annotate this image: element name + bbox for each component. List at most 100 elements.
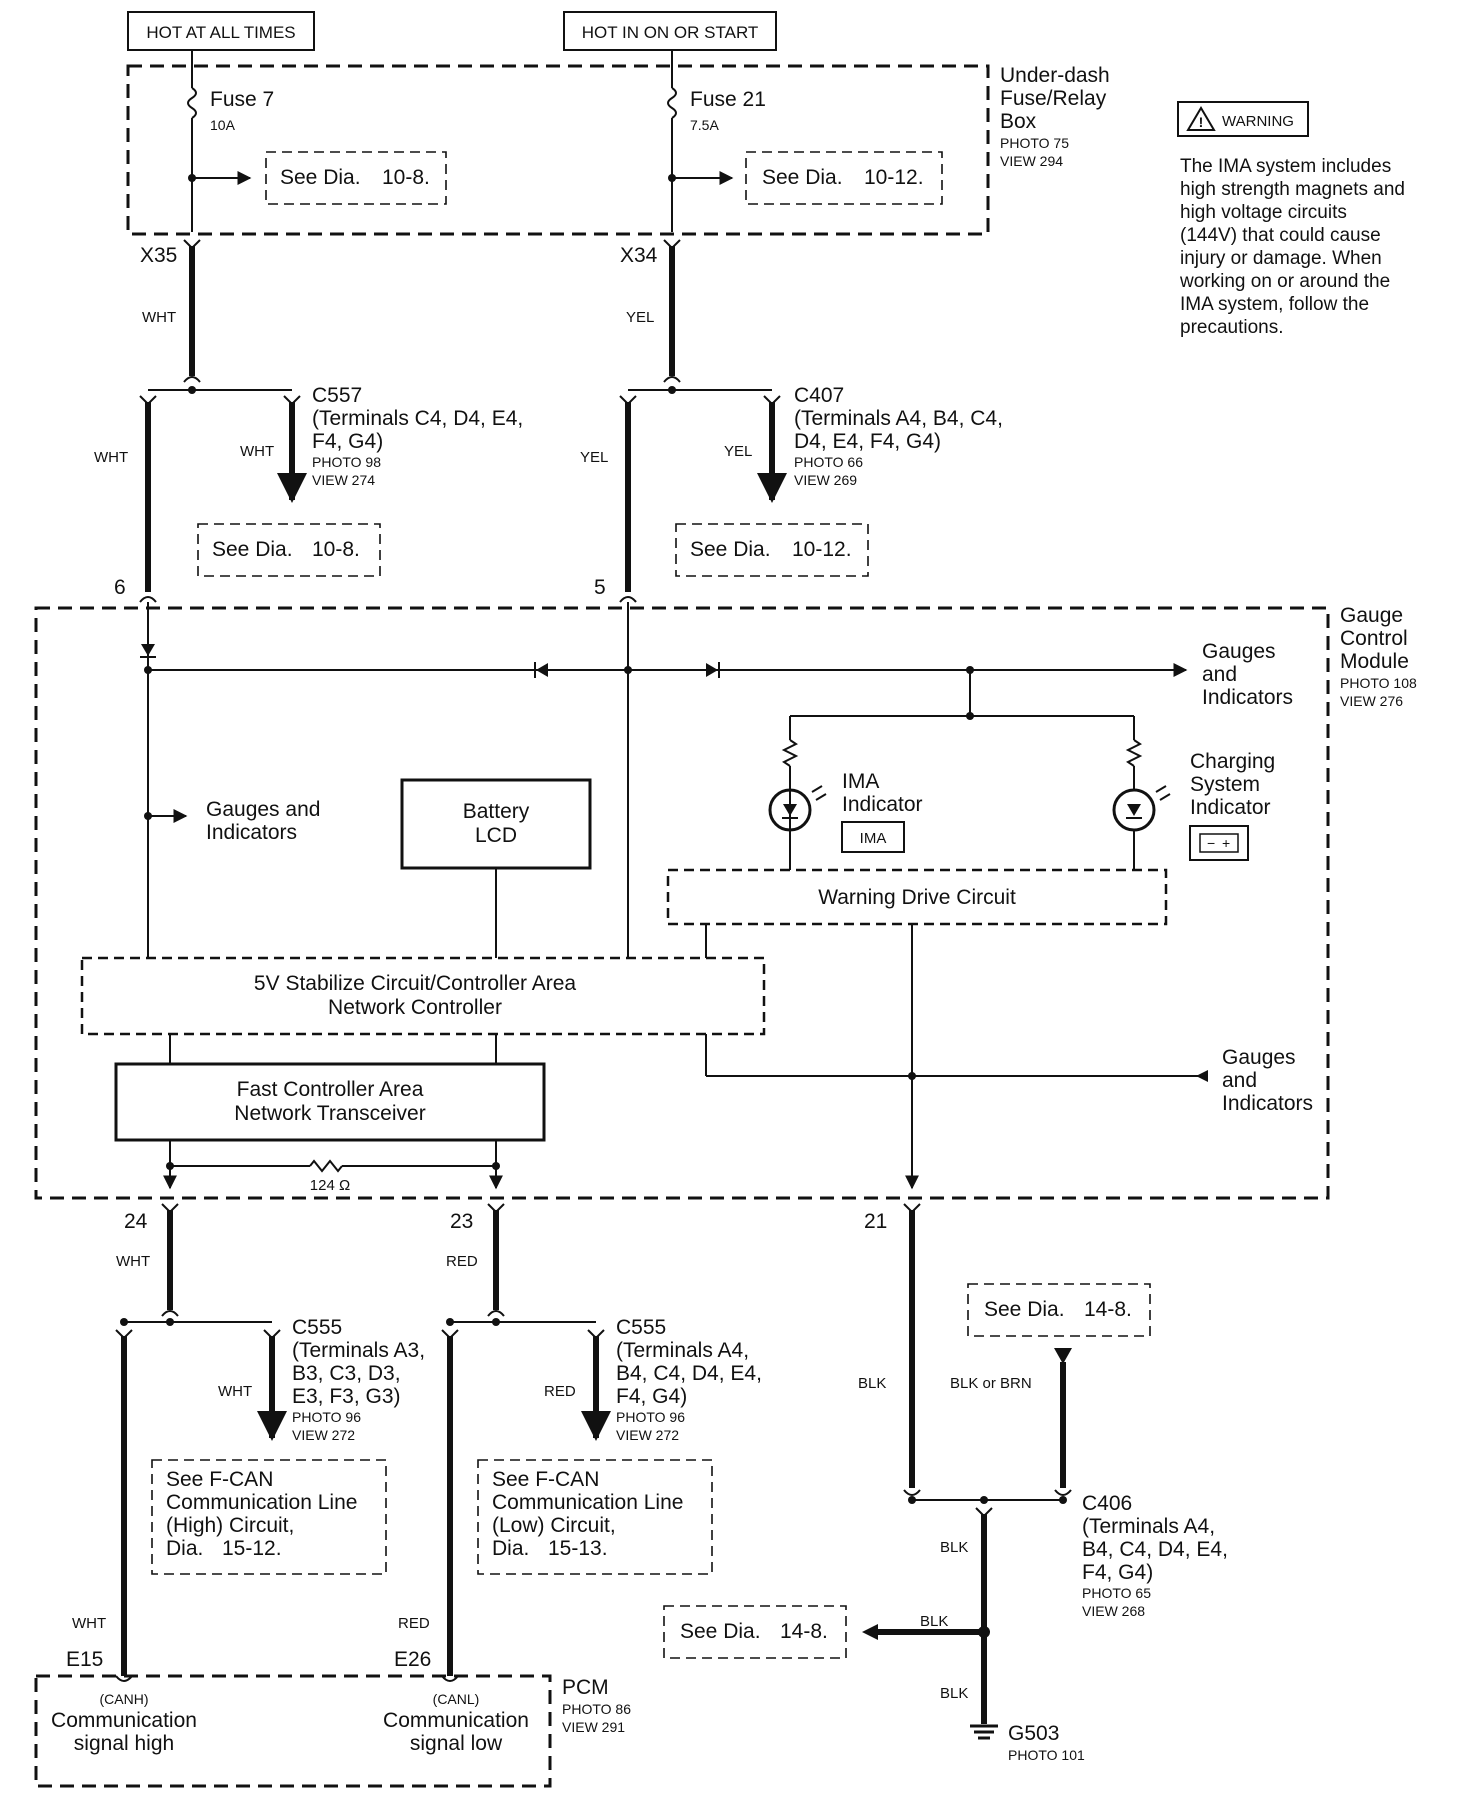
ref-fuse21-label: See Dia.	[762, 166, 843, 189]
c406-name: C406	[1082, 1492, 1132, 1515]
ref-c407-label: See Dia.	[690, 538, 771, 561]
pin-24: 24	[124, 1210, 148, 1233]
canh-label: (CANH)	[100, 1691, 149, 1707]
fuse21-rating: 7.5A	[690, 117, 719, 133]
charging-resistor-icon	[1125, 739, 1143, 767]
pin-e15: E15	[66, 1648, 103, 1671]
ref-14-8-top-box[interactable]	[967, 1283, 1151, 1337]
fcan-low-4: Dia.	[492, 1537, 529, 1560]
c555a-terminals-1: (Terminals A3,	[292, 1339, 425, 1362]
blk-or-brn-arrow-icon	[1054, 1348, 1072, 1364]
warning-line-7: IMA system, follow the	[1180, 294, 1369, 315]
charging-label-3: Indicator	[1190, 796, 1271, 819]
pin6-diode-icon	[141, 644, 155, 656]
stabilize-circuit-box	[80, 956, 766, 1036]
gcm-view: VIEW 276	[1340, 693, 1403, 709]
ref-fcan-high-box[interactable]	[151, 1459, 387, 1575]
pin-23: 23	[450, 1210, 473, 1233]
c407-name: C407	[794, 384, 844, 407]
pcm-view: VIEW 291	[562, 1719, 625, 1735]
pin-x35: X35	[140, 244, 177, 267]
warning-drive-label: Warning Drive Circuit	[818, 886, 1016, 909]
pcm-box	[34, 1674, 552, 1788]
wire-yel-label-2: YEL	[580, 449, 608, 466]
c555a-view: VIEW 272	[292, 1427, 355, 1443]
resistor-value: 124 Ω	[310, 1177, 350, 1194]
hot-at-all-times-box	[127, 11, 315, 51]
c555b-terminals-3: F4, G4)	[616, 1385, 687, 1408]
gauges-left-2: Indicators	[206, 821, 297, 844]
c555b-name: C555	[616, 1316, 666, 1339]
fuse-box-view: VIEW 294	[1000, 153, 1063, 169]
wire-wht-label-2: WHT	[94, 449, 128, 466]
ima-indicator-label-1: IMA	[842, 770, 879, 793]
c555b-view: VIEW 272	[616, 1427, 679, 1443]
ref-c557-label: See Dia.	[212, 538, 293, 561]
c555a-name: C555	[292, 1316, 342, 1339]
svg-text:+: +	[1222, 835, 1230, 851]
ref-c407-num: 10-12.	[792, 538, 852, 561]
warning-badge-label: WARNING	[1222, 113, 1294, 130]
pin-5: 5	[594, 576, 606, 599]
c406-terminals-3: F4, G4)	[1082, 1561, 1153, 1584]
c407-terminals-2: D4, E4, F4, G4)	[794, 430, 941, 453]
ref-c557-box[interactable]	[197, 523, 381, 577]
fcan-high-3: (High) Circuit,	[166, 1514, 294, 1537]
battery-lcd-label-2: LCD	[475, 824, 517, 847]
wire-wht-label-1: WHT	[142, 309, 176, 326]
pcm-photo: PHOTO 86	[562, 1701, 631, 1717]
ima-indicator-label-2: Indicator	[842, 793, 923, 816]
warning-line-5: injury or damage. When	[1180, 248, 1382, 269]
fuse7-name: Fuse 7	[210, 88, 274, 111]
warning-line-4: (144V) that could cause	[1180, 225, 1381, 246]
fcan-low-2: Communication Line	[492, 1491, 683, 1514]
ref-14-8-top-label: See Dia.	[984, 1298, 1065, 1321]
c557-view: VIEW 274	[312, 472, 375, 488]
wire-blk-label-1: BLK	[858, 1375, 886, 1392]
transceiver-label-1: Fast Controller Area	[237, 1078, 424, 1101]
fuse21-name: Fuse 21	[690, 88, 766, 111]
c555b-terminals-2: B4, C4, D4, E4,	[616, 1362, 762, 1385]
c406-terminals-2: B4, C4, D4, E4,	[1082, 1538, 1228, 1561]
ref-fuse7-label: See Dia.	[280, 166, 361, 189]
c407-photo: PHOTO 66	[794, 454, 863, 470]
c407-terminals-1: (Terminals A4, B4, C4,	[794, 407, 1003, 430]
bus-diode-left-icon	[536, 663, 548, 677]
battery-lcd-box	[400, 778, 592, 870]
fuse21-icon	[667, 87, 677, 119]
warning-line-6: working on or around the	[1179, 271, 1390, 292]
wire-wht-label-4: WHT	[116, 1253, 150, 1270]
ref-c557-num: 10-8.	[312, 538, 360, 561]
fuse7-icon	[187, 87, 197, 119]
c555b-photo: PHOTO 96	[616, 1409, 685, 1425]
ref-14-8-left-num: 14-8.	[780, 1620, 828, 1643]
ima-light-rays-icon	[811, 785, 827, 801]
canl-line-1: Communication	[383, 1709, 529, 1732]
ref-fuse7-box[interactable]	[265, 151, 447, 205]
fcan-low-5: 15-13.	[548, 1537, 608, 1560]
gauges-top-1: Gauges	[1202, 640, 1276, 663]
c557-terminals-2: F4, G4)	[312, 430, 383, 453]
transceiver-box	[114, 1062, 546, 1142]
ref-c407-box[interactable]	[675, 523, 869, 577]
gauges-top-2: and	[1202, 663, 1237, 686]
ima-resistor-icon	[781, 739, 799, 767]
hot-in-on-or-start-label: HOT IN ON OR START	[582, 23, 759, 42]
ref-fuse21-num: 10-12.	[864, 166, 924, 189]
ref-fcan-low-box[interactable]	[477, 1459, 713, 1575]
ref-14-8-left-box[interactable]	[663, 1605, 847, 1659]
c406-view: VIEW 268	[1082, 1603, 1145, 1619]
fuse-relay-box	[126, 64, 990, 236]
pin-21: 21	[864, 1210, 887, 1233]
fuse-box-title-3: Box	[1000, 110, 1037, 133]
warning-line-3: high voltage circuits	[1180, 202, 1347, 223]
fcan-high-5: 15-12.	[222, 1537, 282, 1560]
ref-fuse21-box[interactable]	[745, 151, 943, 205]
wire-blk-or-brn-label: BLK or BRN	[950, 1375, 1032, 1392]
gauges-mid-3: Indicators	[1222, 1092, 1313, 1115]
gauges-left-1: Gauges and	[206, 798, 320, 821]
gauges-top-3: Indicators	[1202, 686, 1293, 709]
transceiver-label-2: Network Transceiver	[234, 1102, 425, 1125]
c555b-terminals-1: (Terminals A4,	[616, 1339, 749, 1362]
